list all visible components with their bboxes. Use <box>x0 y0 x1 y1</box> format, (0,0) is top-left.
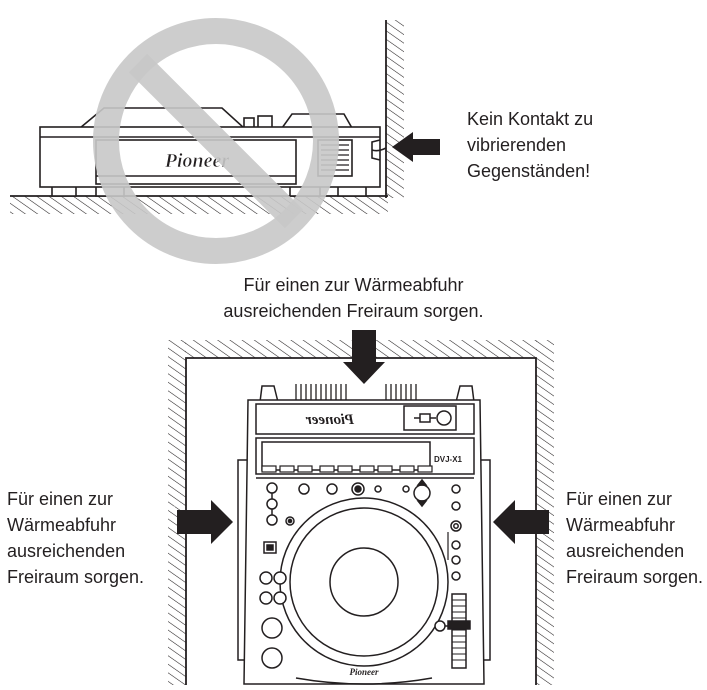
caption-line: Für einen zur Wärmeabfuhr <box>243 275 464 295</box>
arrow-icon <box>177 500 233 544</box>
arrow-icon <box>493 500 549 544</box>
arrow-icon <box>343 330 385 384</box>
caption-line: Wärmeabfuhr <box>566 515 676 535</box>
caption-line: Gegenständen! <box>467 161 591 181</box>
caption-line: Für einen zur <box>566 489 673 509</box>
caption-line: Für einen zur <box>7 489 114 509</box>
model-label: DVJ-X1 <box>434 455 463 464</box>
caption-line: vibrierenden <box>467 135 567 155</box>
brand-logo-front: Pioneer <box>350 667 379 677</box>
brand-logo-mirrored: Pioneer <box>306 412 354 428</box>
caption-line: Wärmeabfuhr <box>7 515 117 535</box>
wall <box>385 20 404 198</box>
caption-left-clearance: Für einen zur Wärmeabfuhr ausreichenden … <box>7 486 144 590</box>
top-view-scene: Pioneer DVJ-X1 Pioneer <box>168 330 554 685</box>
player-top-view <box>237 384 491 685</box>
caption-line: ausreichenden <box>7 541 126 561</box>
caption-top-clearance: Für einen zur Wärmeabfuhr ausreichenden … <box>0 272 707 324</box>
caption-line: ausreichenden Freiraum sorgen. <box>223 301 484 321</box>
floor <box>10 195 388 214</box>
caption-line: Kein Kontakt zu <box>467 109 594 129</box>
arrow-icon <box>392 132 440 162</box>
side-view-scene: Pioneer <box>10 18 440 264</box>
caption-line: ausreichenden <box>566 541 685 561</box>
caption-line: Freiraum sorgen. <box>566 567 704 587</box>
caption-right-clearance: Für einen zur Wärmeabfuhr ausreichenden … <box>566 486 703 590</box>
caption-no-vibration: Kein Kontakt zu vibrierenden Gegenstände… <box>467 106 593 184</box>
caption-line: Freiraum sorgen. <box>7 567 145 587</box>
prohibition-icon <box>93 18 339 264</box>
